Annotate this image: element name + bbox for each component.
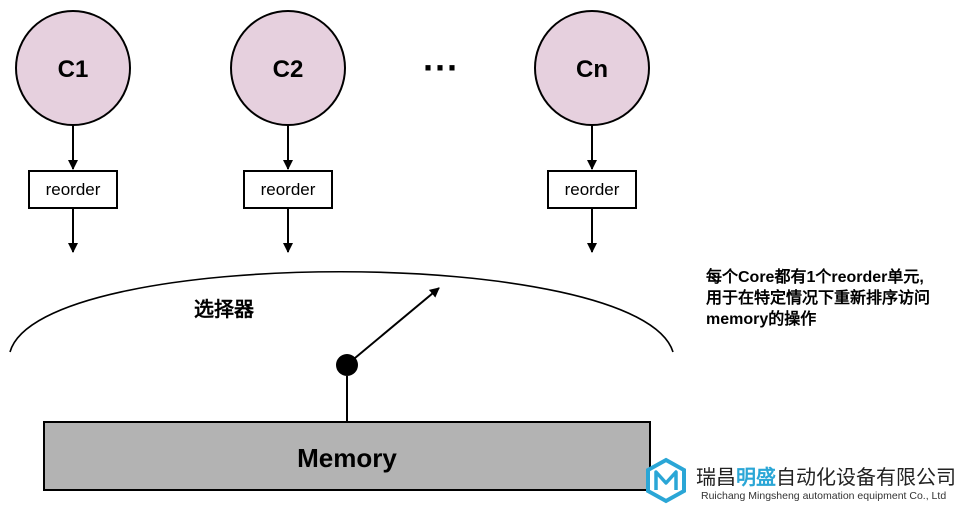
reorder-label-cn: reorder bbox=[565, 180, 620, 199]
reorder-box-c1 bbox=[28, 170, 118, 209]
company-logo-icon bbox=[646, 457, 686, 504]
annotation-note: 每个Core都有1个reorder单元, 用于在特定情况下重新排序访问 memo… bbox=[706, 267, 930, 328]
note-line-1: 每个Core都有1个reorder单元, bbox=[706, 267, 924, 286]
core-label-c2: C2 bbox=[273, 56, 304, 83]
memory-label: Memory bbox=[297, 443, 397, 473]
note-line-2: 用于在特定情况下重新排序访问 bbox=[706, 288, 930, 307]
core-group-c2: C2 reorder bbox=[230, 10, 346, 253]
memory-block bbox=[43, 421, 651, 491]
selector-arc bbox=[9, 271, 674, 353]
core-label-c1: C1 bbox=[58, 56, 89, 83]
reorder-label-c2: reorder bbox=[261, 180, 316, 199]
company-name-cn: 瑞昌明盛自动化设备有限公司 bbox=[696, 465, 956, 489]
core-label-cn: Cn bbox=[576, 56, 608, 83]
selector-label: 选择器 bbox=[194, 298, 255, 321]
company-name-en: Ruichang Mingsheng automation equipment … bbox=[701, 490, 946, 502]
reorder-label-c1: reorder bbox=[46, 180, 101, 199]
note-line-3: memory的操作 bbox=[706, 309, 816, 328]
core-group-cn: Cn reorder bbox=[534, 10, 650, 253]
selector-pivot bbox=[336, 354, 358, 376]
core-group-c1: C1 reorder bbox=[15, 10, 131, 253]
selector-pointer-arrow bbox=[354, 287, 440, 359]
company-watermark: 瑞昌明盛自动化设备有限公司 Ruichang Mingsheng automat… bbox=[646, 457, 956, 504]
reorder-box-cn bbox=[547, 170, 637, 209]
cores-ellipsis: ··· bbox=[423, 47, 459, 88]
